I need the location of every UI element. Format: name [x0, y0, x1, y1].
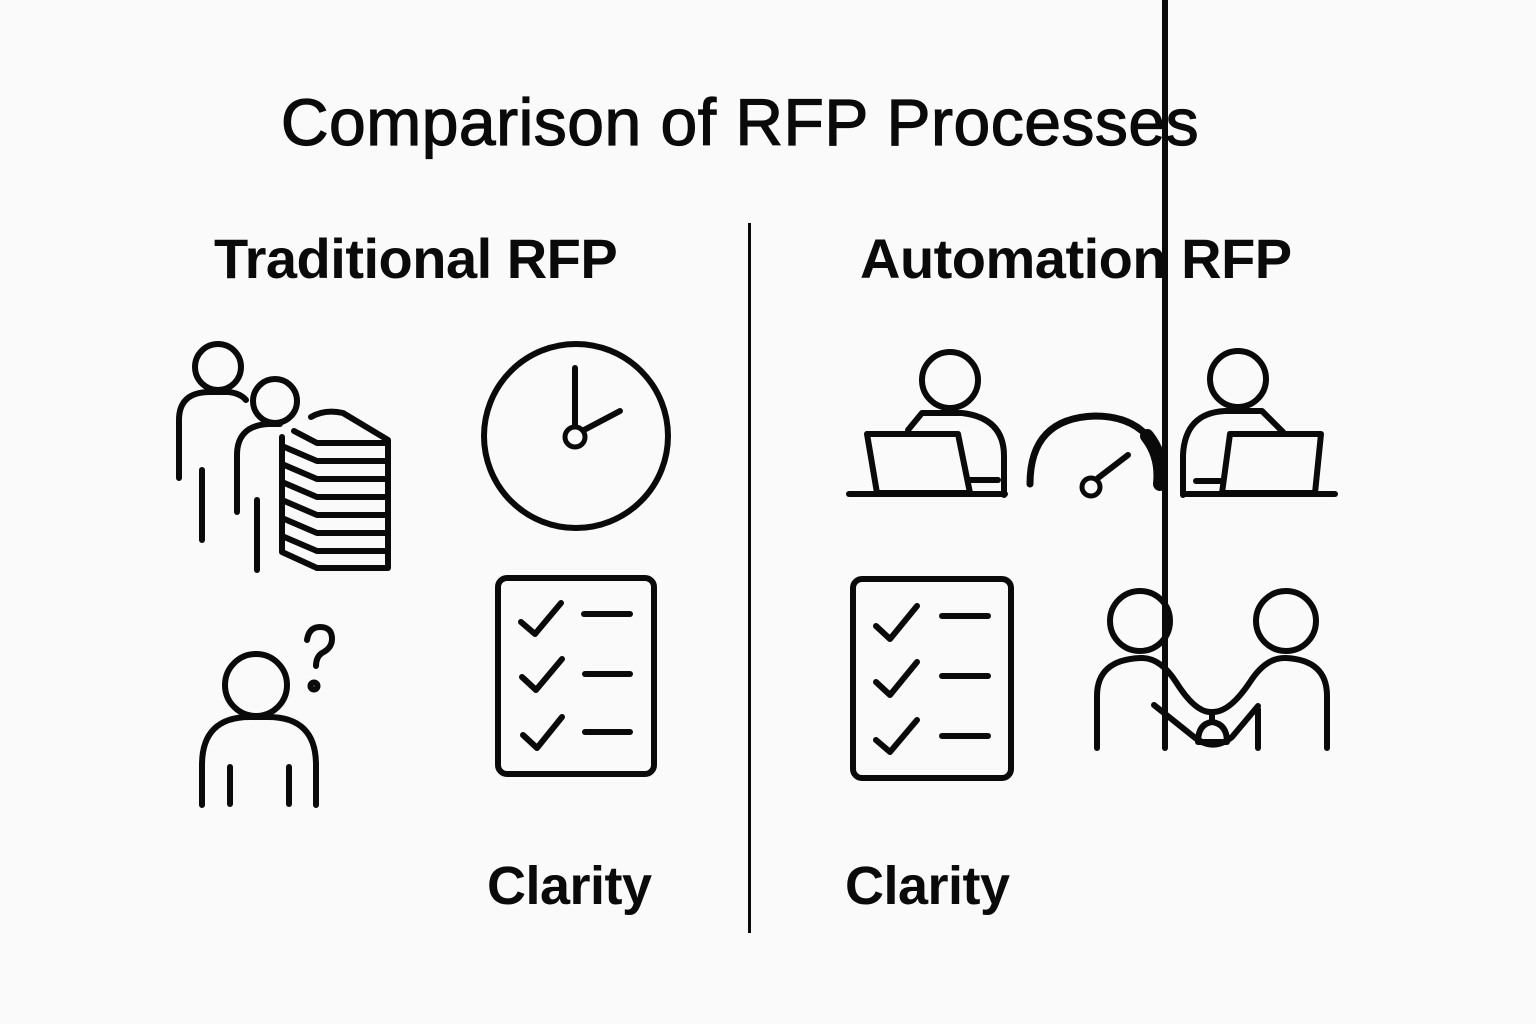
speedometer-icon: [1026, 412, 1168, 499]
traditional-clarity-label: Clarity: [487, 856, 652, 916]
automation-rfp-heading: Automation RFP: [860, 227, 1292, 290]
clock-icon: [481, 341, 671, 531]
automation-clarity-label: Clarity: [845, 856, 1010, 916]
checklist-icon: [850, 576, 1014, 781]
people-with-document-stack-icon: [176, 341, 391, 573]
checklist-icon: [495, 575, 657, 777]
column-divider: [748, 223, 751, 933]
confused-person-icon: [199, 624, 335, 808]
diagram-title: Comparison of RFP Processes: [280, 84, 1200, 159]
person-at-laptop-icon: [846, 349, 1008, 498]
person-at-laptop-icon: [1180, 348, 1338, 498]
handshake-icon: [1094, 0, 1330, 751]
traditional-rfp-heading: Traditional RFP: [214, 227, 618, 290]
